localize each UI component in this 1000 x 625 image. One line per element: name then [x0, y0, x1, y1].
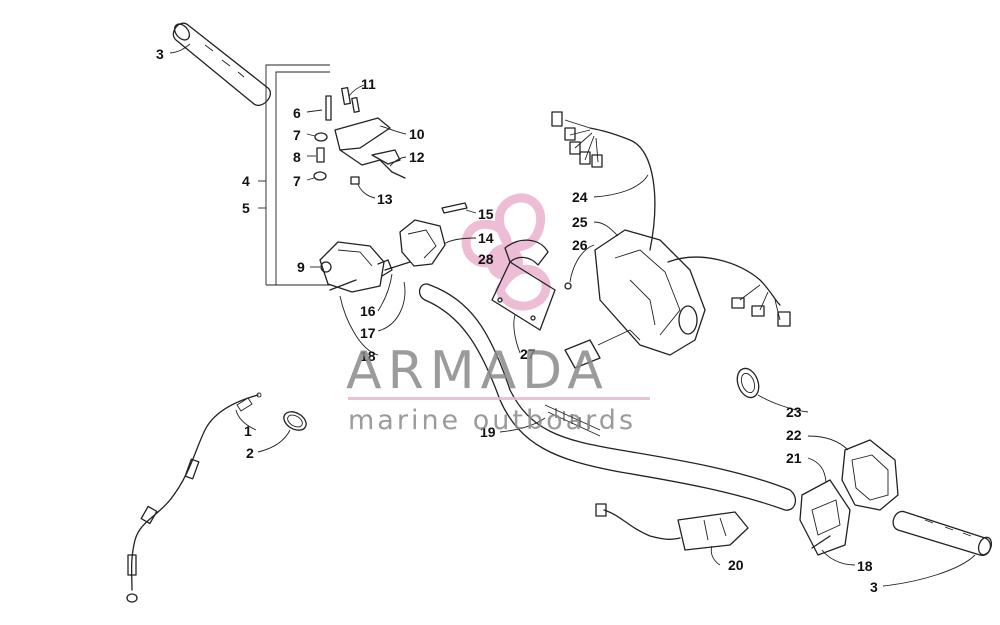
watermark: ARMADA marine outboards — [346, 341, 650, 436]
callout-8: 8 — [293, 149, 301, 165]
right-clamp — [736, 367, 760, 399]
handlebar — [418, 283, 797, 511]
callout-11: 11 — [361, 76, 376, 92]
callout-22: 22 — [786, 427, 802, 443]
callout-28: 28 — [478, 251, 494, 267]
right-switch-base — [799, 479, 851, 556]
callout-18-right: 18 — [857, 558, 873, 574]
callout-21: 21 — [786, 450, 802, 466]
throttle-cable — [126, 392, 262, 603]
right-grip — [892, 510, 993, 556]
callout-14: 14 — [478, 230, 494, 246]
callout-26: 26 — [572, 237, 588, 253]
screws — [329, 261, 831, 549]
callout-5: 5 — [242, 200, 250, 216]
watermark-brand: ARMADA — [346, 341, 609, 401]
callout-19: 19 — [480, 424, 496, 440]
upper-wire-harness — [551, 111, 656, 251]
brake-lever-assembly — [313, 86, 406, 185]
callout-9: 9 — [297, 259, 305, 275]
electronic-module — [491, 261, 556, 331]
callout-labels: 3 6 7 8 7 11 10 12 13 4 5 15 14 28 9 16 … — [156, 46, 878, 595]
connector-plug — [564, 329, 641, 369]
leader-lines — [169, 43, 976, 587]
callout-20: 20 — [728, 557, 744, 573]
left-switch-housing — [319, 241, 393, 293]
callout-23: 23 — [786, 404, 802, 420]
callout-24: 24 — [572, 189, 588, 205]
callout-17: 17 — [360, 325, 376, 341]
callout-16: 16 — [360, 303, 376, 319]
callout-7-upper: 7 — [293, 127, 301, 143]
heater-harness — [595, 503, 749, 551]
module-cover — [504, 239, 549, 266]
callout-25: 25 — [572, 214, 588, 230]
watermark-logo-icon — [461, 193, 551, 311]
cable-clamp — [283, 411, 307, 431]
left-grip — [172, 22, 271, 106]
lower-wire-harness — [667, 256, 791, 327]
right-control-housing — [594, 229, 706, 356]
watermark-tagline: marine outboards — [348, 405, 636, 436]
callout-7-lower: 7 — [293, 173, 301, 189]
callout-6: 6 — [293, 105, 301, 121]
right-switch-housing — [841, 439, 899, 511]
callout-15: 15 — [478, 206, 494, 222]
callout-4: 4 — [242, 173, 250, 189]
callout-1: 1 — [244, 423, 252, 439]
callout-12: 12 — [409, 149, 425, 165]
callout-3-left: 3 — [156, 46, 164, 62]
callout-2: 2 — [246, 445, 254, 461]
watermark-divider — [348, 397, 650, 400]
callout-13: 13 — [377, 191, 393, 207]
callout-10: 10 — [409, 126, 425, 142]
bracket-lines — [265, 64, 330, 286]
callout-27: 27 — [520, 346, 536, 362]
throttle-switch-housing — [399, 202, 468, 267]
small-screw-26 — [564, 282, 572, 290]
callout-3-right: 3 — [870, 579, 878, 595]
callout-18-left: 18 — [360, 348, 376, 364]
